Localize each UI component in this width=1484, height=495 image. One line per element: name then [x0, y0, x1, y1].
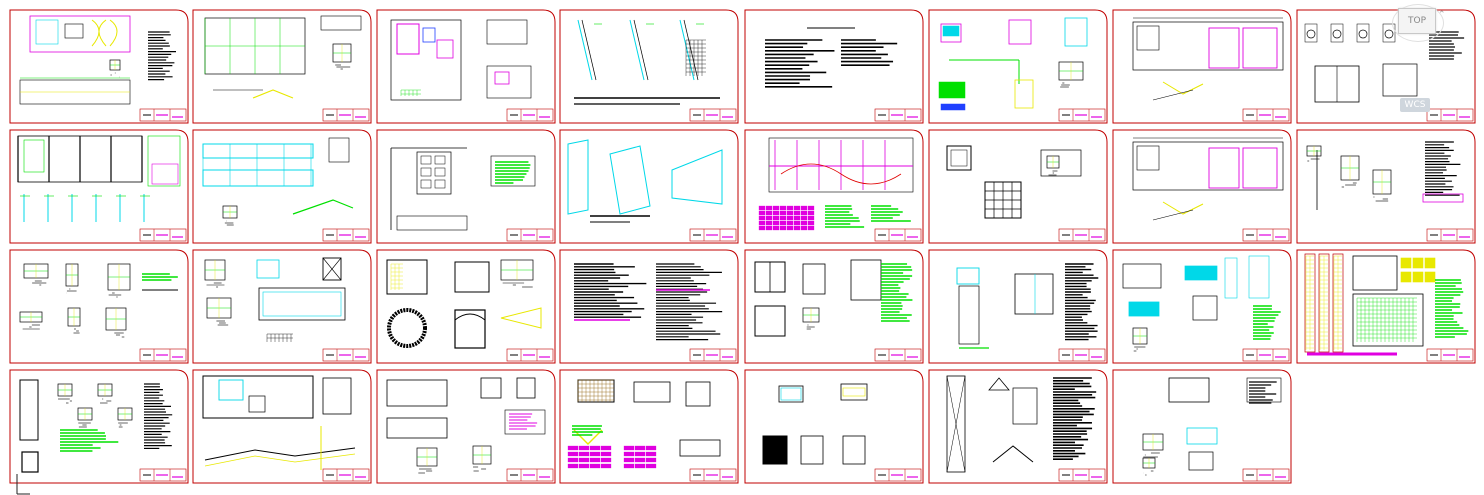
- sheet-content: [204, 257, 370, 362]
- drawing-sheet-15[interactable]: [1112, 129, 1292, 244]
- sheet-content: [19, 263, 187, 362]
- sheet-frame: [9, 9, 189, 124]
- sheet-content: [956, 263, 1106, 362]
- viewcube-ring[interactable]: [1392, 4, 1444, 42]
- sheet-content: [1142, 377, 1290, 482]
- drawing-sheet-9[interactable]: [9, 129, 189, 244]
- sheet-frame: [928, 129, 1108, 244]
- drawing-sheet-2[interactable]: [192, 9, 372, 124]
- wcs-menu-button[interactable]: WCS: [1400, 98, 1430, 112]
- sheet-frame: [376, 369, 556, 484]
- sheet-content: [758, 137, 922, 242]
- drawing-sheet-21[interactable]: [744, 249, 924, 364]
- viewcube[interactable]: TOP ⌃ WCS: [1392, 4, 1446, 122]
- drawing-sheet-27[interactable]: [376, 369, 556, 484]
- sheet-frame: [192, 9, 372, 124]
- sheet-frame: [559, 9, 739, 124]
- sheet-content: [19, 15, 187, 122]
- sheet-content: [574, 19, 737, 122]
- drawing-sheet-8[interactable]: [1296, 9, 1476, 124]
- sheet-content: [567, 139, 737, 242]
- sheet-frame: [1112, 249, 1292, 364]
- sheet-frame: [928, 9, 1108, 124]
- drawing-sheet-30[interactable]: [928, 369, 1108, 484]
- sheet-content: [386, 377, 554, 482]
- sheet-frame: [376, 129, 556, 244]
- sheet-frame: [192, 369, 372, 484]
- drawing-sheet-25[interactable]: [9, 369, 189, 484]
- sheet-frame: [192, 249, 372, 364]
- sheet-frame: [1112, 369, 1292, 484]
- drawing-sheet-23[interactable]: [1112, 249, 1292, 364]
- sheet-content: [946, 375, 1106, 482]
- drawing-sheet-7[interactable]: [1112, 9, 1292, 124]
- sheet-frame: [9, 249, 189, 364]
- sheet-frame: [744, 369, 924, 484]
- sheet-frame: [376, 9, 556, 124]
- sheet-content: [946, 145, 1106, 242]
- drawing-sheet-14[interactable]: [928, 129, 1108, 244]
- drawing-sheet-31[interactable]: [1112, 369, 1292, 484]
- sheet-content: [1304, 253, 1474, 362]
- sheet-frame: [744, 9, 924, 124]
- drawing-sheet-20[interactable]: [559, 249, 739, 364]
- sheet-frame: [376, 249, 556, 364]
- sheet-content: [567, 379, 737, 482]
- drawing-sheet-26[interactable]: [192, 369, 372, 484]
- drawing-sheet-11[interactable]: [376, 129, 556, 244]
- sheet-frame: [744, 249, 924, 364]
- drawing-sheet-17[interactable]: [9, 249, 189, 364]
- drawing-sheet-29[interactable]: [744, 369, 924, 484]
- sheet-content: [19, 379, 187, 482]
- drawing-sheet-24[interactable]: [1296, 249, 1476, 364]
- drawing-sheet-5[interactable]: [744, 9, 924, 124]
- drawing-sheet-6[interactable]: [928, 9, 1108, 124]
- sheet-frame: [1112, 129, 1292, 244]
- sheet-content: [754, 259, 922, 362]
- drawing-sheet-4[interactable]: [559, 9, 739, 124]
- sheet-frame: [1296, 9, 1476, 124]
- sheet-content: [762, 383, 922, 482]
- drawing-sheet-18[interactable]: [192, 249, 372, 364]
- sheet-content: [202, 375, 370, 482]
- drawing-sheet-19[interactable]: [376, 249, 556, 364]
- drawing-sheet-28[interactable]: [559, 369, 739, 484]
- sheet-content: [202, 137, 370, 242]
- drawing-sheet-16[interactable]: [1296, 129, 1476, 244]
- drawing-sheet-1[interactable]: [9, 9, 189, 124]
- drawing-sheet-3[interactable]: [376, 9, 556, 124]
- sheet-content: [390, 147, 554, 242]
- ucs-axis-icon: [16, 474, 30, 495]
- sheet-frame: [1112, 9, 1292, 124]
- sheet-frame: [9, 369, 189, 484]
- sheet-frame: [9, 129, 189, 244]
- drawing-sheet-12[interactable]: [559, 129, 739, 244]
- sheet-content: [390, 19, 554, 122]
- sheet-content: [1132, 17, 1290, 122]
- sheet-content: [17, 135, 187, 242]
- sheet-content: [1306, 141, 1474, 242]
- sheet-content: [204, 15, 370, 122]
- compass-chevron-icon[interactable]: ⌃: [1438, 10, 1446, 20]
- sheet-content: [1132, 137, 1290, 242]
- sheet-content: [574, 263, 737, 362]
- sheets-layer: [9, 9, 1476, 484]
- sheet-content: [765, 27, 922, 122]
- drawing-sheet-13[interactable]: [744, 129, 924, 244]
- sheet-content: [386, 259, 554, 362]
- drawing-sheet-10[interactable]: [192, 129, 372, 244]
- drawing-sheet-22[interactable]: [928, 249, 1108, 364]
- sheet-frame: [559, 129, 739, 244]
- sheet-content: [1122, 255, 1290, 362]
- sheet-content: [938, 17, 1106, 122]
- sheet-frame: [928, 249, 1108, 364]
- viewcube-top-face[interactable]: TOP: [1398, 8, 1436, 34]
